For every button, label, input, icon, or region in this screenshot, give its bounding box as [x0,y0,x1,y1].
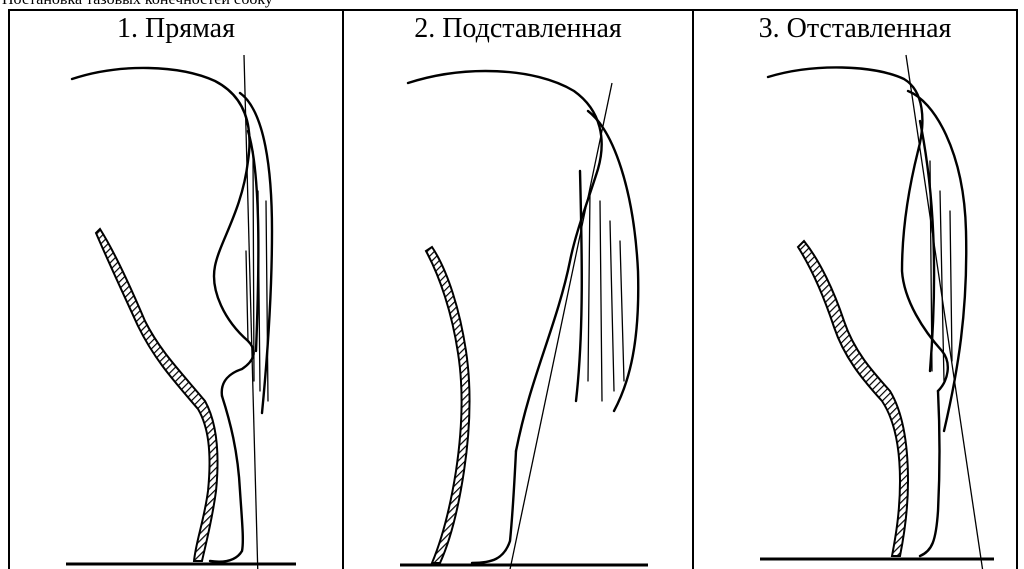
table-border-right [1016,9,1018,569]
panel-back: 3. Отставленная [694,11,1016,569]
panel-straight: 1. Прямая [10,11,342,569]
panel-title-straight: 1. Прямая [10,13,342,45]
straight-leg-drawing [10,51,342,569]
panel-title-back: 3. Отставленная [694,13,1016,45]
panel-title-under: 2. Подставленная [344,13,692,45]
back-leg-drawing [694,51,1016,569]
figure-caption: Постановка тазовых конечностей сбоку [2,0,462,8]
comparison-table: 1. Прямая 2. Подставленная 3. Отставленн… [8,9,1018,569]
panel-under: 2. Подставленная [344,11,692,569]
under-leg-drawing [344,51,692,569]
